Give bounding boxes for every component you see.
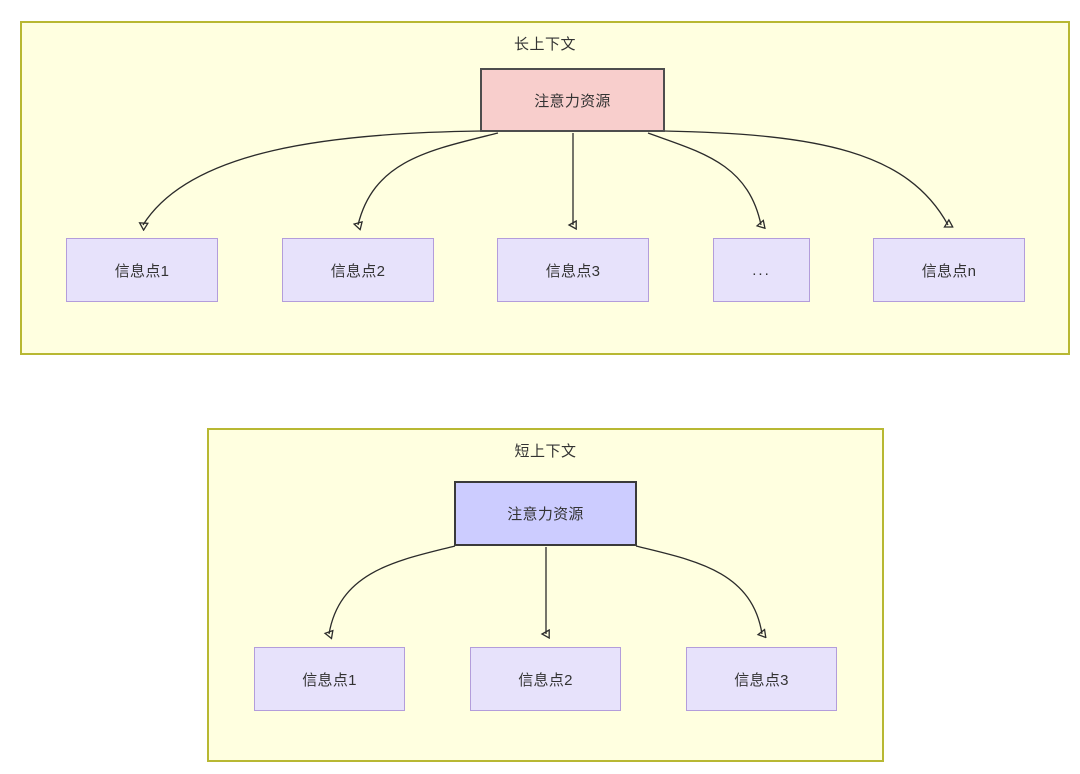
node-long-info-2[interactable]: 信息点2: [282, 238, 434, 302]
node-long-info-3-label: 信息点3: [545, 262, 601, 280]
node-long-info-1-label: 信息点1: [114, 262, 170, 280]
node-long-info-1[interactable]: 信息点1: [66, 238, 218, 302]
node-long-info-3[interactable]: 信息点3: [497, 238, 649, 302]
node-short-info-2-label: 信息点2: [518, 671, 573, 689]
node-short-info-3[interactable]: 信息点3: [686, 647, 837, 711]
node-long-attention-resource[interactable]: 注意力资源: [480, 68, 665, 132]
node-long-info-n[interactable]: 信息点n: [873, 238, 1025, 302]
node-long-info-ellipsis-label: ...: [752, 261, 771, 279]
node-long-info-n-label: 信息点n: [921, 262, 977, 280]
node-long-info-ellipsis[interactable]: ...: [713, 238, 810, 302]
node-short-info-3-label: 信息点3: [734, 671, 789, 689]
node-short-attention-resource[interactable]: 注意力资源: [454, 481, 637, 546]
group-short-context-title: 短上下文: [514, 443, 577, 460]
node-long-info-2-label: 信息点2: [330, 262, 386, 280]
group-long-context-title: 长上下文: [513, 36, 576, 53]
node-short-info-2[interactable]: 信息点2: [470, 647, 621, 711]
node-long-attention-resource-label: 注意力资源: [534, 92, 611, 110]
node-short-info-1-label: 信息点1: [302, 671, 357, 689]
group-short-context: 短上下文: [207, 428, 884, 762]
node-short-info-1[interactable]: 信息点1: [254, 647, 405, 711]
node-short-attention-resource-label: 注意力资源: [507, 506, 584, 523]
